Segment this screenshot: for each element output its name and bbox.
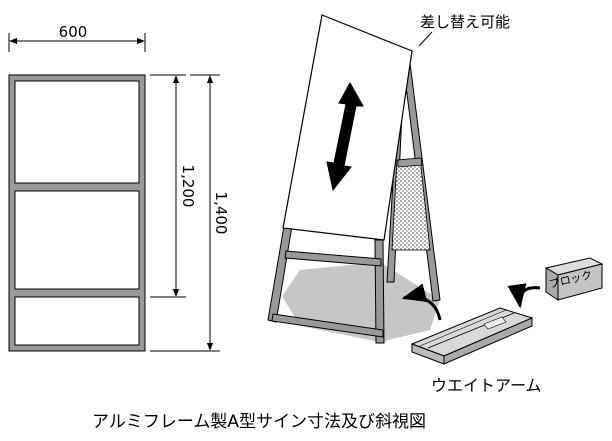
panel-bottom — [14, 296, 140, 346]
panel-top — [14, 80, 140, 184]
front-crossbar-upper — [284, 250, 382, 267]
diagram-caption: アルミフレーム製A型サイン寸法及び斜視図 — [92, 412, 426, 432]
block-to-arm-arrow — [507, 283, 541, 309]
rear-mesh-panel — [391, 157, 431, 251]
width-label: 600 — [59, 23, 88, 41]
front-leg-right — [374, 239, 385, 344]
inner-height-label: 1,200 — [179, 165, 197, 208]
up-down-arrow — [326, 81, 364, 192]
front-leg-left — [267, 225, 293, 323]
panel-middle — [14, 190, 140, 290]
front-elevation: 600 1,200 1,400 — [8, 23, 230, 352]
weight-arm-label: ウエイトアーム — [431, 376, 542, 395]
perspective-view: 差し替え可能 ウエイトアーム ブロック — [267, 13, 604, 395]
front-crossbar-lower — [271, 313, 384, 338]
arm-to-frame-arrow — [401, 283, 442, 321]
replaceable-leader — [418, 31, 433, 47]
rear-crossbar — [397, 157, 423, 168]
weight-arm — [410, 307, 534, 365]
replaceable-label: 差し替え可能 — [420, 13, 510, 31]
total-height-label: 1,400 — [212, 192, 230, 235]
block — [544, 257, 604, 301]
